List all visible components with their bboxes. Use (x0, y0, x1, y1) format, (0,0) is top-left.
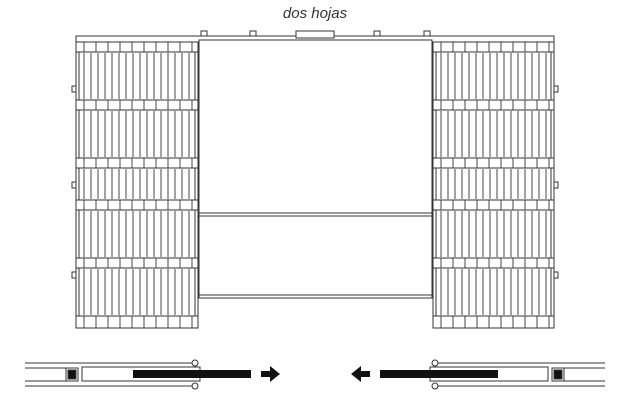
door-opening (198, 39, 433, 299)
frame-rail (432, 257, 555, 269)
elevation-view (71, 30, 559, 329)
leaf-core-right (380, 370, 498, 378)
frame-clip (553, 181, 559, 189)
frame-clip (553, 271, 559, 279)
frame-rail (432, 315, 555, 329)
frame-rail (432, 157, 555, 169)
slat-band (78, 167, 196, 201)
plan-view (25, 359, 605, 390)
arrow-left (351, 366, 370, 382)
rail-brackets (200, 30, 431, 39)
slat-band (78, 51, 196, 101)
frame-rail (432, 199, 555, 211)
frame-rail (432, 99, 555, 111)
leaf-core-left (133, 370, 251, 378)
slat-band (435, 167, 552, 201)
slat-band (78, 109, 196, 159)
slat-band (435, 51, 552, 101)
diagram-title: dos hojas (282, 5, 348, 22)
slat-band (78, 209, 196, 259)
slat-band (435, 267, 552, 317)
arrow-right (261, 366, 280, 382)
slat-band (435, 109, 552, 159)
frame-clip (71, 271, 77, 279)
slat-band (78, 267, 196, 317)
door-leaf (198, 39, 433, 299)
pocket-frame-right (432, 41, 559, 329)
pocket-frame-left (71, 41, 199, 329)
frame-clip (553, 85, 559, 93)
frame-clip (71, 181, 77, 189)
frame-rail (432, 41, 555, 53)
frame-clip (71, 85, 77, 93)
slat-band (435, 209, 552, 259)
